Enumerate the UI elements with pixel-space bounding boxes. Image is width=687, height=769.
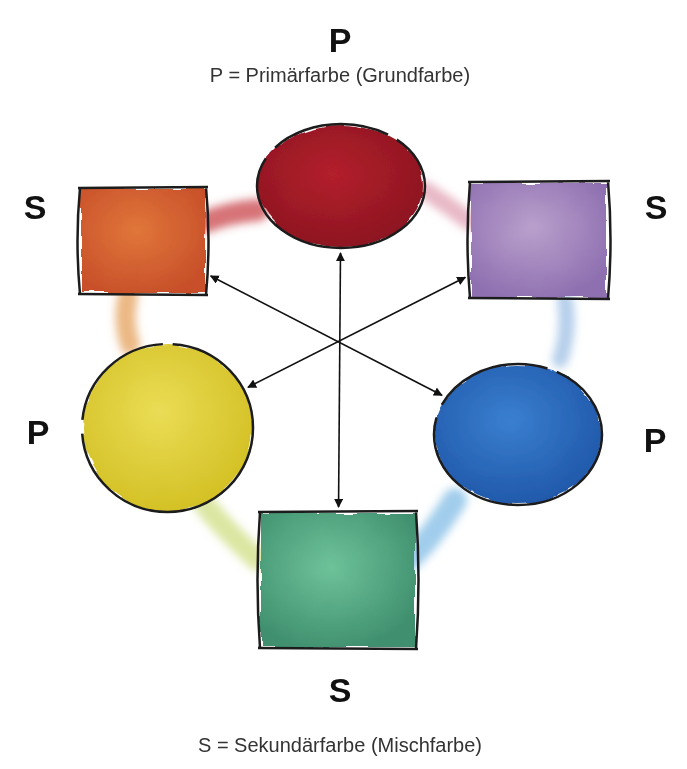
watercolor-shape	[80, 342, 255, 514]
complement-arrow	[339, 253, 341, 507]
color-type-letter: S	[329, 673, 352, 707]
watercolor-shape	[468, 180, 610, 300]
primary-color-circle: P	[80, 342, 255, 514]
key-note: S = Sekundärfarbe (Mischfarbe)	[198, 734, 482, 756]
color-type-letter: S	[645, 190, 668, 224]
primary-color-circle: P	[255, 122, 427, 250]
color-type-letter: P	[27, 415, 50, 449]
complement-arrow	[211, 276, 442, 395]
primary-color-circle: P	[432, 362, 604, 507]
key-note: P = Primärfarbe (Grundfarbe)	[210, 64, 470, 86]
color-type-letter: P	[644, 423, 667, 457]
watercolor-shape	[432, 362, 604, 507]
watercolor-shape	[255, 122, 427, 250]
secondary-color-square: S	[258, 510, 418, 650]
secondary-color-square: S	[78, 186, 208, 296]
color-type-letter: S	[24, 190, 47, 224]
complement-arrow	[248, 277, 465, 387]
watercolor-shape	[78, 186, 208, 296]
watercolor-shape	[258, 510, 418, 650]
secondary-color-square: S	[468, 180, 610, 300]
color-type-letter: P	[329, 23, 352, 57]
